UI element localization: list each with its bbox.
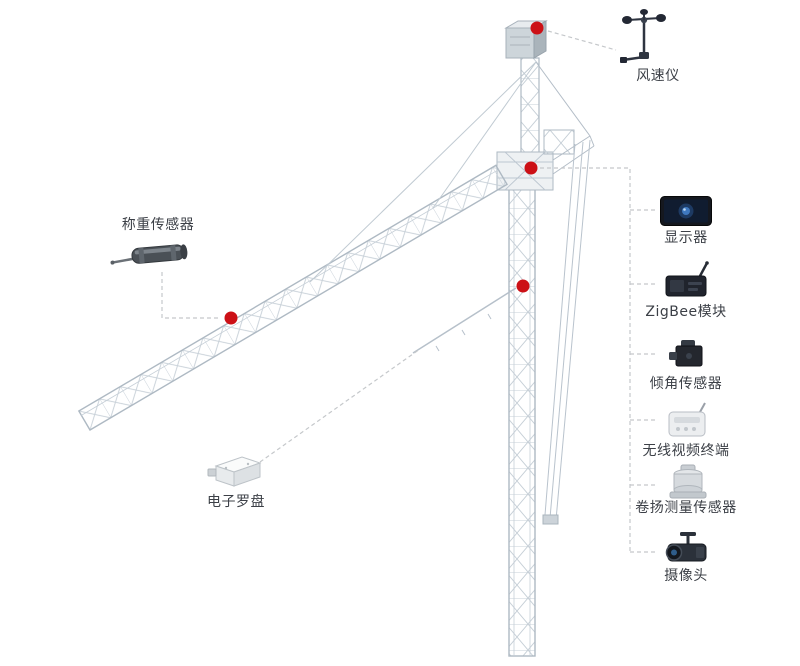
monitor-icon <box>660 196 712 230</box>
connector-load-cell <box>161 272 220 319</box>
tilt-sensor-label: 倾角传感器 <box>649 376 723 392</box>
guy-rod <box>412 287 517 354</box>
hoist-sensor-icon <box>668 464 708 504</box>
camera-label: 摄像头 <box>664 568 708 584</box>
anemometer-label: 风速仪 <box>636 68 680 84</box>
hoist-cables <box>542 139 591 525</box>
anemometer-icon <box>620 8 668 70</box>
zigbee-module-icon <box>664 260 710 304</box>
tilt-sensor-icon <box>668 338 708 374</box>
connector-anemometer <box>547 30 617 51</box>
tower-head <box>520 57 540 155</box>
load-cell-label: 称重传感器 <box>121 217 195 233</box>
wireless-video-label: 无线视频终端 <box>642 443 730 459</box>
tower-mast <box>508 185 536 657</box>
compass-label: 电子罗盘 <box>207 494 265 510</box>
load-cell-icon <box>108 238 198 276</box>
monitor-label: 显示器 <box>664 230 708 246</box>
connector-lines <box>161 30 656 553</box>
connector-right-spine <box>540 167 631 552</box>
tie-pendants <box>309 61 537 283</box>
hoist-sensor-label: 卷扬测量传感器 <box>635 500 737 516</box>
marker-jib <box>224 311 238 325</box>
marker-slewing <box>524 161 538 175</box>
marker-tower <box>516 279 530 293</box>
wireless-video-icon <box>666 402 708 442</box>
camera-icon <box>660 532 712 572</box>
sensor-markers <box>224 21 544 325</box>
marker-anemometer <box>530 21 544 35</box>
zigbee-module-label: ZigBee模块 <box>645 304 727 320</box>
compass-icon <box>204 452 264 494</box>
connector-compass <box>259 348 421 463</box>
jib <box>77 164 508 431</box>
